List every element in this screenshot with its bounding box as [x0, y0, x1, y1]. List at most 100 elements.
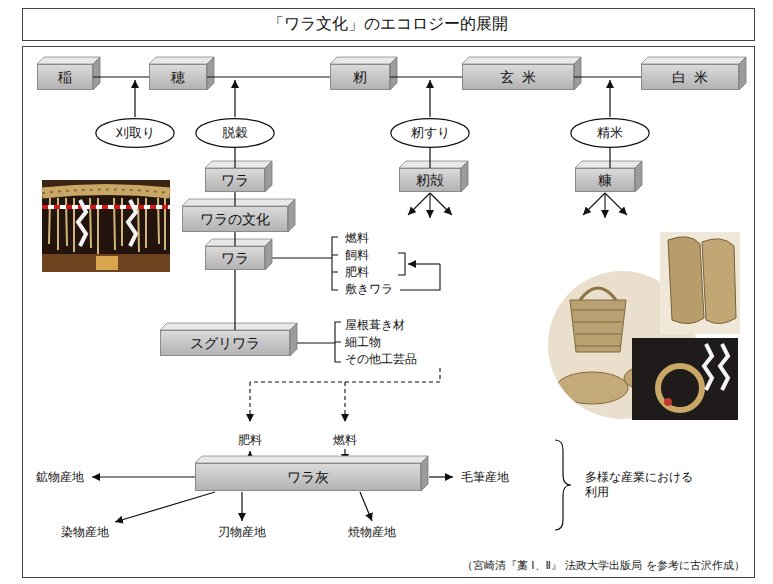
process-box: 糠	[575, 168, 635, 192]
box-extrusion	[739, 57, 746, 90]
oval-outline	[391, 119, 469, 148]
process-box: ワラの文化	[182, 206, 288, 232]
flow-line	[207, 76, 330, 77]
flow-line	[234, 270, 235, 330]
shimenawa-photo	[42, 190, 170, 194]
straw-crafts-photo	[664, 398, 672, 406]
label-text: 燃料	[333, 433, 357, 448]
label-text: 毛筆産地	[461, 470, 509, 485]
process-box: 籾殻	[399, 168, 461, 192]
box-extrusion	[37, 57, 100, 90]
process-box: 玄米	[462, 64, 574, 90]
oval-outline	[96, 119, 174, 148]
box-extrusion	[195, 456, 428, 491]
straw-crafts-photo	[580, 288, 616, 300]
ash-arrow	[92, 476, 195, 477]
box-extrusion	[290, 323, 297, 356]
shimenawa-photo	[42, 190, 170, 194]
label-text: 燃料	[345, 231, 369, 246]
shimenawa-photo	[49, 198, 50, 244]
use-bracket	[265, 257, 332, 258]
label-text: その他工芸品	[345, 352, 417, 367]
process-oval: 脱穀	[195, 118, 275, 148]
process-arrow	[609, 80, 610, 117]
label-text: 肥料	[238, 433, 262, 448]
diagram-title: 「ワラ文化」のエコロジー的展開	[22, 8, 754, 40]
box-extrusion	[641, 57, 746, 90]
node-text: ワラ	[221, 250, 249, 267]
straw-crafts-photo	[632, 338, 738, 420]
label-text: 焼物産地	[348, 525, 396, 540]
box-extrusion	[182, 199, 295, 206]
box-extrusion	[205, 239, 272, 270]
flow-line	[234, 148, 235, 168]
label-text: 飼料	[345, 248, 369, 263]
box-extrusion	[265, 239, 272, 270]
box-extrusion	[575, 161, 642, 168]
box-extrusion	[182, 199, 295, 232]
process-arrow	[234, 80, 235, 117]
box-extrusion	[93, 57, 100, 90]
box-extrusion	[421, 456, 428, 491]
box-extrusion	[641, 57, 746, 64]
node-text: 玄米	[500, 69, 545, 86]
box-extrusion	[149, 57, 214, 64]
use-bracket	[408, 263, 440, 264]
box-extrusion	[205, 239, 272, 246]
ash-arrow	[241, 492, 242, 521]
box-extrusion	[330, 57, 397, 90]
use-bracket	[265, 237, 440, 362]
label-text: 刃物産地	[218, 525, 266, 540]
box-extrusion	[330, 57, 397, 64]
box-extrusion	[574, 57, 581, 90]
straw-crafts-photo	[548, 232, 740, 420]
node-text: 精米	[597, 125, 623, 141]
box-extrusion	[207, 57, 214, 90]
node-text: 脱穀	[222, 125, 248, 141]
node-text: 籾すり	[411, 125, 450, 141]
shimenawa-photo	[78, 200, 86, 246]
process-arrow	[134, 80, 135, 117]
straw-crafts-photo	[556, 372, 628, 404]
use-bracket	[332, 237, 338, 290]
flow-line	[609, 148, 610, 168]
process-box: 籾	[330, 64, 390, 90]
byproduct-arrow	[408, 193, 430, 215]
straw-crafts-photo	[660, 232, 740, 334]
box-extrusion	[265, 161, 272, 192]
ash-arrow	[429, 476, 453, 477]
box-extrusion	[399, 161, 468, 168]
box-extrusion	[575, 161, 642, 192]
ash-arrow	[92, 449, 453, 522]
straw-crafts-photo	[572, 310, 624, 346]
box-extrusion	[149, 57, 214, 90]
box-extrusion	[37, 57, 100, 64]
byproduct-arrow	[408, 193, 627, 218]
node-text: 籾	[353, 69, 367, 86]
process-box: 穂	[149, 64, 207, 90]
connector-layer	[37, 57, 746, 491]
node-text: 刈取り	[116, 125, 155, 141]
dashed-flow	[249, 382, 250, 422]
node-text: 糠	[598, 172, 612, 189]
label-text: 屋根葺き材	[345, 318, 405, 333]
straw-crafts-photo	[570, 300, 626, 352]
shimenawa-photo	[42, 205, 170, 209]
process-box: ワラ	[205, 246, 265, 270]
flow-line	[234, 192, 235, 206]
process-box: ワラ灰	[195, 463, 421, 491]
source-caption: （宮崎清『藁 Ⅰ、Ⅱ』 法政大学出版局 を参考に古沢作成）	[462, 558, 745, 573]
box-extrusion	[205, 161, 272, 192]
process-box: スグリワラ	[160, 330, 290, 356]
shimenawa-photo	[96, 256, 118, 270]
node-text: 白米	[672, 69, 717, 86]
box-extrusion	[288, 199, 295, 232]
label-text: 多様な産業における 利用	[585, 470, 707, 500]
node-text: 穂	[171, 69, 185, 86]
use-bracket	[335, 322, 341, 362]
dashed-flow	[250, 368, 440, 382]
ash-arrow	[360, 492, 372, 521]
box-extrusion	[462, 57, 581, 64]
oval-outline	[571, 119, 649, 148]
node-text: スグリワラ	[190, 335, 260, 352]
